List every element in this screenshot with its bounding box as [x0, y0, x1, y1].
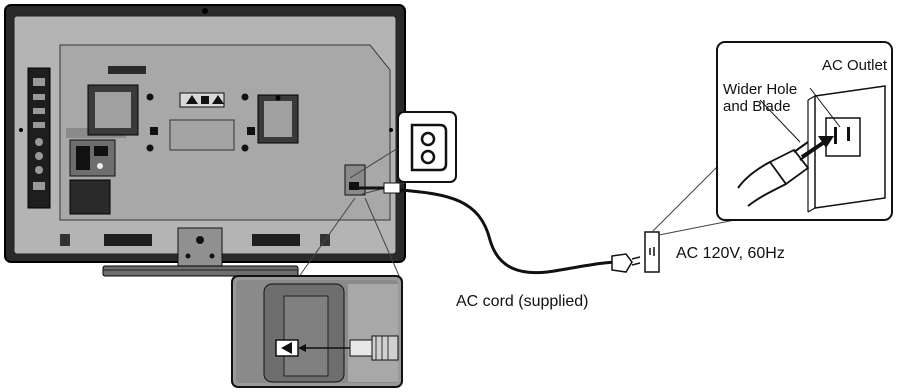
- inlet-closeup-inset: [231, 197, 403, 388]
- wider-hole-label-line2: and Blade: [723, 98, 791, 115]
- warning-label-icon: [179, 92, 225, 108]
- tv-stand-base: [102, 265, 299, 277]
- outlet-icon: [644, 231, 660, 273]
- outlet-closeup: [716, 41, 893, 221]
- power-inlet-callout: [349, 111, 457, 195]
- voltage-label: AC 120V, 60Hz: [676, 245, 785, 262]
- arrow-icon: [800, 136, 834, 159]
- power-inlet-icon: [410, 123, 448, 172]
- side-terminal-panel: [27, 67, 51, 209]
- ac-cord-label: AC cord (supplied): [456, 293, 589, 310]
- ac-cord: [358, 182, 621, 275]
- tv-rear-view: [4, 4, 406, 269]
- ac-outlet-label: AC Outlet: [822, 57, 888, 74]
- wider-hole-label-line1: Wider Hole: [723, 81, 797, 98]
- plug-icon: [611, 253, 641, 273]
